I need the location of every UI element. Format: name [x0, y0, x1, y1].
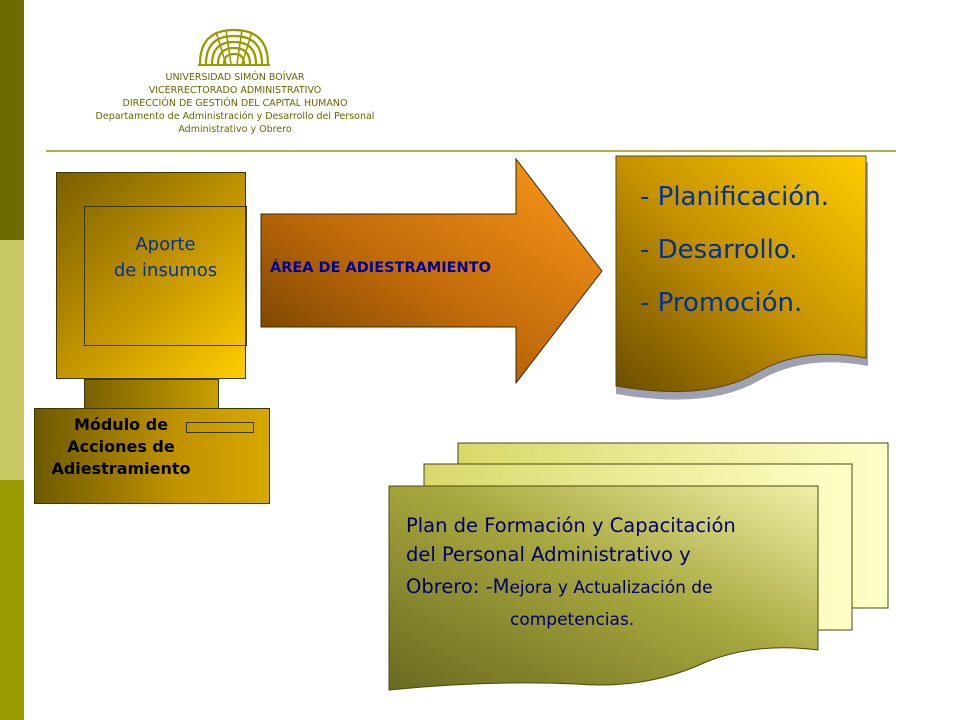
outcome-planificacion: - Planificación. — [640, 182, 829, 212]
arrow-label: ÁREA DE ADIESTRAMIENTO — [270, 260, 491, 276]
plan-line-4: competencias. — [510, 610, 635, 630]
plan-line-3-suffix: ejora y Actualización de — [509, 578, 713, 598]
outcomes-document — [615, 155, 868, 400]
aporte-line-1: Aporte — [135, 234, 196, 255]
modulo-line-3: Adiestramiento — [51, 459, 191, 478]
modulo-line-2: Acciones de — [67, 437, 175, 456]
header-vicerrectorado: VICERRECTORADO ADMINISTRATIVO — [148, 85, 322, 96]
header-divider — [46, 150, 896, 152]
modulo-label: Módulo de Acciones de Adiestramiento — [36, 414, 206, 480]
header-direccion: DIRECCIÓN DE GESTIÓN DEL CAPITAL HUMANO — [122, 98, 348, 109]
plan-line-3-prefix: Obrero: -M — [406, 575, 510, 598]
drive-slot — [186, 422, 254, 433]
plan-line-1: Plan de Formación y Capacitación — [406, 514, 736, 537]
aporte-label: Aporte de insumos — [84, 232, 247, 284]
monitor-inner-frame — [84, 206, 247, 346]
university-logo-icon — [198, 28, 270, 66]
modulo-line-1: Módulo de — [73, 415, 169, 434]
monitor-neck — [84, 379, 219, 409]
header-departamento-cont: Administrativo y Obrero — [178, 124, 292, 135]
sidebar-stripe-top — [0, 0, 24, 240]
aporte-line-2: de insumos — [113, 260, 218, 281]
header-university: UNIVERSIDAD SIMÓN BOÍVAR — [165, 72, 305, 83]
plan-line-2: del Personal Administrativo y — [406, 543, 691, 566]
outcome-promocion: - Promoción. — [640, 288, 803, 318]
arrow-shape — [260, 158, 603, 384]
plan-document-stack — [388, 442, 889, 691]
sidebar-stripe-bottom — [0, 480, 24, 720]
outcome-desarrollo: - Desarrollo. — [640, 235, 798, 265]
header-departamento: Departamento de Administración y Desarro… — [95, 111, 375, 122]
sidebar-stripe-middle — [0, 240, 24, 480]
plan-line-3: Obrero: -Mejora y Actualización de — [406, 575, 713, 598]
monitor-base — [34, 408, 270, 504]
